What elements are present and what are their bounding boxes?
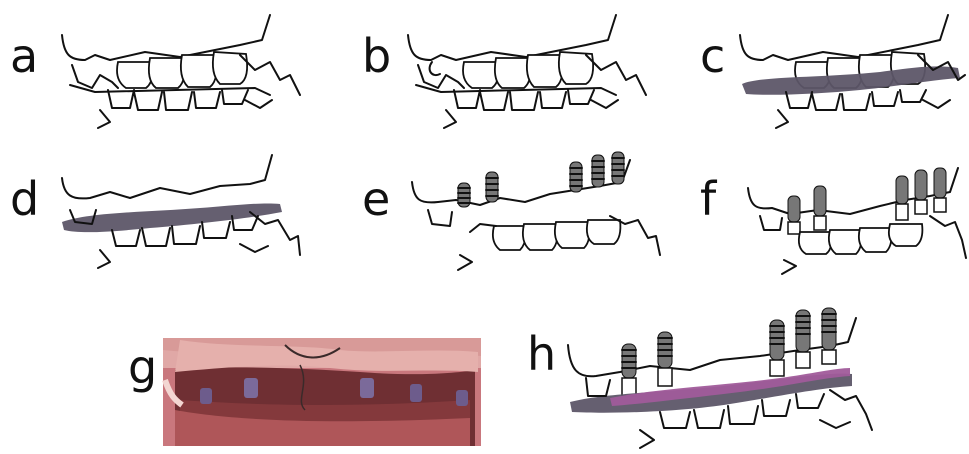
panel-e: e <box>362 152 660 270</box>
implant-e-3 <box>570 162 582 192</box>
implant-h-1 <box>622 344 636 396</box>
panel-label-d: d <box>10 172 39 226</box>
panel-c: c <box>700 15 965 128</box>
photo-implant-2 <box>244 378 258 398</box>
panel-label-h: h <box>527 327 556 381</box>
implant-h-3 <box>770 320 784 376</box>
jaw-sketch-a <box>62 15 300 128</box>
photo-implant-4 <box>410 384 422 402</box>
photo-implant-5 <box>456 390 468 406</box>
jaw-sketch-c <box>740 15 965 128</box>
implant-h-5 <box>822 308 836 364</box>
implant-e-2 <box>486 172 498 202</box>
implant-h-4 <box>796 310 810 368</box>
panel-label-g: g <box>128 340 157 394</box>
implant-group-e <box>458 152 624 207</box>
panel-label-b: b <box>362 29 391 83</box>
implant-f-2 <box>814 186 826 230</box>
panel-a: a <box>10 15 300 128</box>
implant-f-3 <box>896 176 908 220</box>
implant-e-4 <box>592 155 604 187</box>
implant-e-1 <box>458 183 470 207</box>
jaw-sketch-h <box>568 308 872 448</box>
jaw-sketch-e <box>412 152 660 270</box>
panel-h: h <box>527 308 872 448</box>
panel-label-f: f <box>700 172 718 226</box>
jaw-sketch-f <box>748 168 966 274</box>
panel-label-c: c <box>700 29 725 83</box>
implant-e-5 <box>612 152 624 184</box>
jaw-sketch-b <box>408 15 646 128</box>
panel-g: g <box>128 338 481 446</box>
implant-f-5 <box>934 168 946 212</box>
implant-h-2 <box>658 332 672 386</box>
implant-f-1 <box>788 196 800 234</box>
panel-label-e: e <box>362 172 390 226</box>
photo-implant-3 <box>360 378 374 398</box>
panel-b: b <box>362 15 646 128</box>
panel-d: d <box>10 155 300 268</box>
photo-implant-1 <box>200 388 212 404</box>
panel-f: f <box>700 168 966 274</box>
panel-label-a: a <box>10 29 38 83</box>
implant-f-4 <box>915 170 927 214</box>
jaw-sketch-d <box>62 155 300 268</box>
intraoral-photo <box>163 338 481 446</box>
